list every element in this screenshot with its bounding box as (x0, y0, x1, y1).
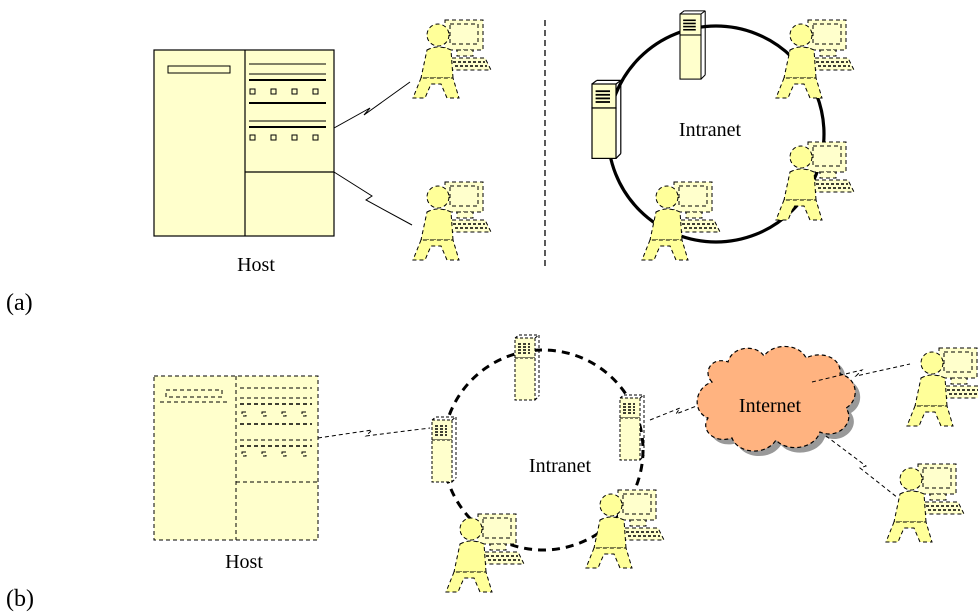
intranet-label-b: Intranet (529, 455, 592, 477)
lightning-link-icon (811, 363, 911, 383)
lightning-link-icon (333, 81, 411, 129)
panel-b-label: (b) (6, 586, 34, 612)
user-at-workstation-icon (585, 489, 665, 569)
lightning-link-icon (825, 435, 899, 499)
server-tower-icon (431, 416, 457, 483)
user-at-workstation-icon (906, 347, 978, 427)
lightning-link-icon (649, 399, 713, 421)
internet-cloud-icon (696, 345, 861, 457)
server-tower-icon (679, 10, 706, 80)
mainframe-icon (153, 49, 335, 237)
intranet-label-a: Intranet (679, 119, 742, 141)
user-at-workstation-icon (412, 181, 492, 261)
user-at-workstation-icon (445, 513, 525, 593)
panel-a-label: (a) (6, 290, 33, 316)
user-at-workstation-icon (885, 463, 965, 543)
user-at-workstation-icon (412, 19, 492, 99)
panel-a: Host Intranet (153, 10, 855, 276)
host-label-b: Host (225, 551, 263, 573)
internet-label: Internet (739, 395, 802, 417)
mainframe-icon (153, 375, 319, 541)
user-at-workstation-icon (775, 19, 855, 99)
server-tower-icon (514, 334, 540, 401)
lightning-link-icon (317, 427, 431, 439)
panel-b: Host Intranet Internet (153, 334, 978, 593)
lightning-link-icon (333, 171, 413, 226)
server-tower-icon (591, 79, 622, 160)
user-at-workstation-icon (775, 141, 855, 221)
host-label-a: Host (237, 254, 275, 276)
